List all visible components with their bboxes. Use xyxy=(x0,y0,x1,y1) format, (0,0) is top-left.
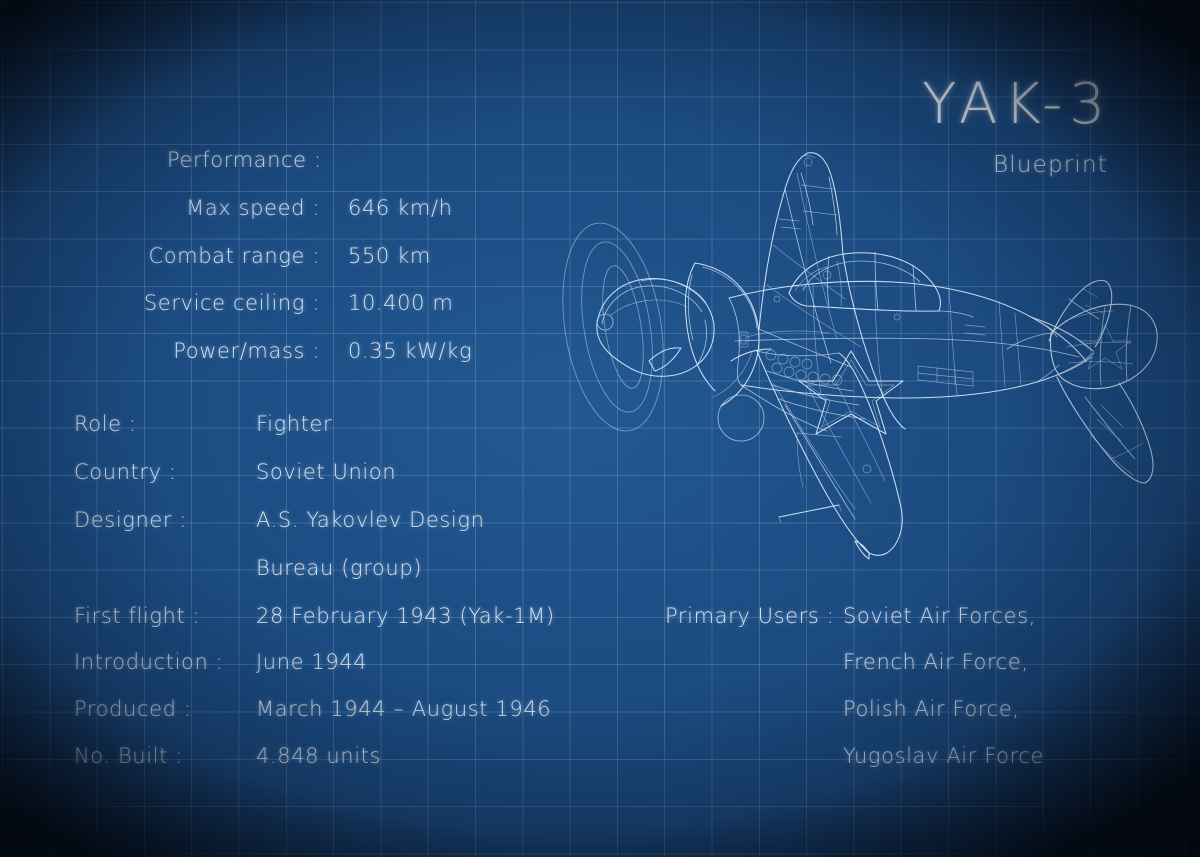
performance-value-max-speed: 646 km/h xyxy=(348,196,453,220)
spec-label-country: Country : xyxy=(74,460,177,484)
spec-value-first-flight: 28 February 1943 (Yak-1M) xyxy=(256,604,555,628)
fuselage-stencil-group xyxy=(917,365,974,387)
performance-label-max-speed: Max speed : xyxy=(186,196,320,220)
page-subtitle: Blueprint xyxy=(992,152,1108,178)
spec-value-country: Soviet Union xyxy=(256,460,397,484)
performance-heading: Performance : xyxy=(167,148,322,172)
spec-label-no-built: No. Built : xyxy=(74,744,183,768)
spec-label-role: Role : xyxy=(74,412,137,436)
performance-label-power-mass: Power/mass : xyxy=(173,339,320,363)
performance-label-service-ceiling: Service ceiling : xyxy=(143,291,320,315)
lower-wing-group xyxy=(717,350,903,560)
red-star-marking-group xyxy=(798,350,904,435)
spec-value-no-built: 4.848 units xyxy=(256,744,382,768)
spec-label-designer: Designer : xyxy=(74,508,188,532)
spec-label-introduction: Introduction : xyxy=(74,650,224,674)
primary-users-value-1: Soviet Air Forces, xyxy=(843,604,1037,628)
tail-cone-group xyxy=(1014,312,1060,386)
exhaust-stacks-group xyxy=(765,349,843,386)
spec-value-role: Fighter xyxy=(256,412,333,436)
performance-label-combat-range: Combat range : xyxy=(148,244,320,268)
propeller-disc-group xyxy=(562,222,664,432)
performance-value-combat-range: 550 km xyxy=(348,244,431,268)
primary-users-value-4: Yugoslav Air Force xyxy=(843,744,1045,768)
spec-value-designer: A.S. Yakovlev Design xyxy=(256,508,485,532)
spec-value-produced: March 1944 – August 1946 xyxy=(256,697,552,721)
spec-value-introduction: June 1944 xyxy=(256,650,368,674)
performance-value-service-ceiling: 10.400 m xyxy=(348,291,454,315)
fuselage-hatch-group xyxy=(738,331,749,348)
spec-value-designer-line2: Bureau (group) xyxy=(256,556,423,580)
spec-label-produced: Produced : xyxy=(74,697,192,721)
page-title: YAK-3 xyxy=(922,72,1112,137)
vertical-stabilizer-group xyxy=(1006,303,1158,390)
spec-label-first-flight: First flight : xyxy=(74,604,201,628)
primary-users-value-2: French Air Force, xyxy=(843,650,1029,674)
primary-users-label: Primary Users : xyxy=(665,604,835,628)
primary-users-value-3: Polish Air Force, xyxy=(843,697,1020,721)
panel-detail-group xyxy=(773,295,986,336)
performance-value-power-mass: 0.35 kW/kg xyxy=(348,339,473,363)
